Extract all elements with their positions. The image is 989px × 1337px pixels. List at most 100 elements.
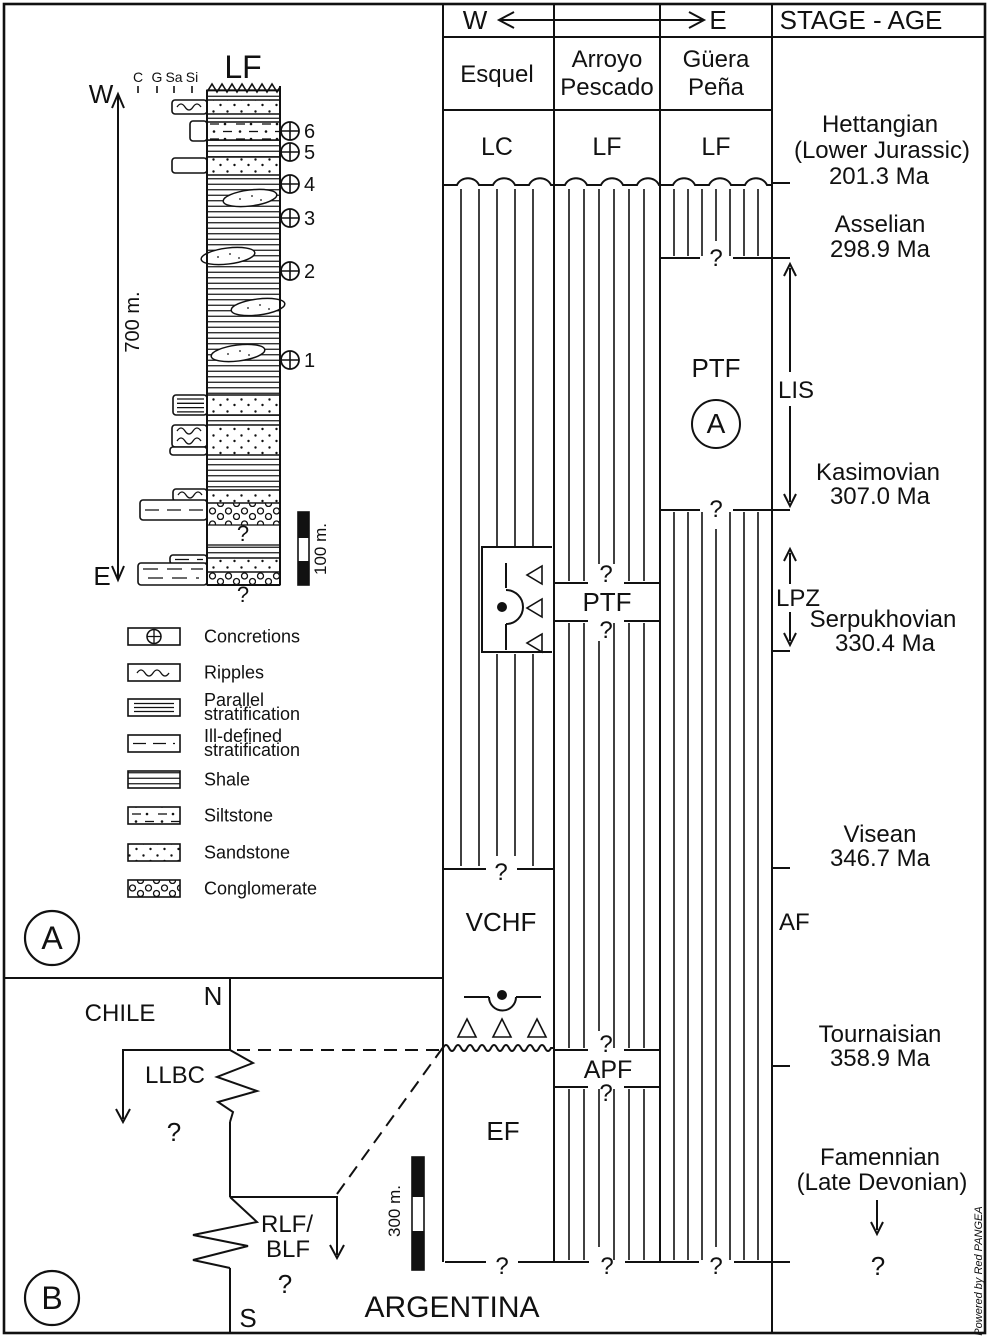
uncertainty-ptf-guera-bottom: ? [709, 496, 722, 523]
ripple-symbol-icon [176, 103, 202, 111]
concretion-cross-icon [281, 262, 299, 280]
column-eroded-top [206, 82, 281, 94]
concretion-number: 3 [304, 208, 315, 230]
scale-bar-300m-label: 300 m. [385, 1185, 404, 1237]
unit-llbc-label: LLBC [145, 1062, 205, 1089]
grain-size-g: G [152, 69, 163, 85]
structure-flags [137, 99, 208, 586]
stage-hettangian: Hettangian [822, 111, 938, 138]
concretion-number: 6 [304, 121, 315, 143]
lith-unit-sandstone [206, 557, 281, 573]
panel-b-label: B [41, 1280, 62, 1316]
sandstone-lens [210, 343, 266, 363]
concretion-number: 2 [304, 261, 315, 283]
uncertainty-llbc: ? [167, 1117, 181, 1147]
stage-famennian: Famennian [820, 1144, 940, 1171]
country-argentina: ARGENTINA [364, 1291, 539, 1324]
sandstone-lenses [200, 188, 286, 363]
uncertainty-apf-bottom: ? [599, 1080, 612, 1107]
apf-band-edges [554, 1049, 660, 1088]
flag-blank [169, 446, 208, 456]
legend-label: Sandstone [204, 843, 290, 863]
uncertainty-famennian: ? [871, 1251, 885, 1281]
legend-label: Parallel [204, 690, 264, 710]
age-201: 201.3 Ma [829, 163, 930, 190]
lith-unit-shale [206, 544, 281, 559]
volcanic-triangle-icons-vchf [456, 1017, 548, 1038]
top-unit-lf-1: LF [592, 133, 621, 161]
correlation-chart: W E STAGE - AGE Esquel Arroyo Pescado Gü… [364, 4, 985, 1336]
llbc-arrowhead-icon [115, 1108, 131, 1125]
legend-label: stratification [204, 740, 300, 760]
age-358: 358.9 Ma [830, 1045, 931, 1072]
top-unit-lc: LC [481, 133, 513, 161]
scale-bar-100m-label: 100 m. [311, 523, 330, 575]
legend-swatch-shale-icon [127, 770, 181, 789]
fault-zigzag-upper [214, 1049, 261, 1123]
age-298: 298.9 Ma [830, 236, 931, 263]
stage-kasimovian: Kasimovian [816, 459, 940, 486]
unit-blf-label: BLF [266, 1236, 310, 1263]
thickness-label: 700 m. [122, 291, 144, 352]
dashed-tie-diagonal [336, 1045, 445, 1195]
locality-esquel: Esquel [460, 61, 533, 88]
fossil-symbol-vchf [464, 990, 541, 1012]
lith-unit-sandstone [206, 489, 281, 504]
formation-ef: EF [486, 1116, 519, 1146]
concretion-cross-icon [281, 122, 299, 140]
legend-label: Siltstone [204, 806, 273, 826]
ripple-symbol-icon [177, 491, 203, 499]
fossil-symbol-esquel [497, 563, 524, 650]
axis-east-label: E [93, 561, 110, 591]
legend-label: Ripples [204, 663, 264, 683]
sandstone-lens [222, 188, 278, 208]
lith-unit-sandstone [206, 156, 281, 176]
lpz-arrowheads-icon [783, 546, 797, 648]
flag-blank [171, 157, 208, 174]
legend-swatch-siltstone-icon [127, 806, 181, 825]
west-label: W [463, 5, 488, 35]
uncertainty-ptf-arroyo-top: ? [599, 561, 612, 588]
uncertainty-column-mid: ? [237, 521, 249, 546]
stage-serpukhovian: Serpukhovian [810, 606, 957, 633]
flag-blank [189, 120, 208, 142]
top-unit-lf-2: LF [701, 133, 730, 161]
arrowhead-west-icon [496, 11, 515, 29]
arrowhead-east-icon [688, 11, 707, 29]
famennian-arrowhead-icon [870, 1221, 884, 1237]
inset-circle-a [691, 399, 741, 449]
grain-size-c: C [133, 69, 143, 85]
grain-size-si: Si [186, 69, 198, 85]
axis-west-label: W [89, 79, 114, 109]
lith-unit-siltstone [206, 121, 281, 141]
lith-unit-shale [206, 454, 281, 491]
stage-boundary-ticks [772, 182, 790, 1067]
flag-dashes2 [137, 562, 208, 586]
triangle-clast-icons-esquel-box [525, 564, 543, 654]
grain-size-ticks [137, 86, 193, 93]
map-sketch-panel: CHILE N S LLBC ? RLF/ BLF ? 300 m. [23, 979, 445, 1333]
stage-age-header: STAGE - AGE [780, 5, 943, 35]
stage-famennian-sub: (Late Devonian) [797, 1169, 968, 1196]
uncertainty-column-base: ? [237, 582, 249, 607]
south-label: S [239, 1303, 256, 1333]
lithology-legend: ConcretionsRipplesParallelstratification… [127, 627, 317, 899]
country-chile: CHILE [85, 1000, 156, 1027]
uncertainty-arroyo-base: ? [600, 1253, 613, 1280]
stage-asselian: Asselian [835, 211, 926, 238]
locality-guera-pena-line1: Güera [683, 46, 750, 73]
lith-unit-sandstone [206, 394, 281, 416]
grain-size-sa: Sa [165, 69, 182, 85]
strat-column-title: LF [224, 49, 261, 85]
lith-unit-shale [206, 174, 281, 396]
inset-circle-a-label: A [707, 408, 726, 439]
panel-a-label: A [41, 920, 63, 956]
formation-ptf-guera: PTF [691, 353, 740, 383]
fault-zigzag-lower [192, 1196, 260, 1269]
uncertainty-rlf-blf: ? [278, 1269, 292, 1299]
ptf-arroyo-band-edges [554, 582, 660, 622]
